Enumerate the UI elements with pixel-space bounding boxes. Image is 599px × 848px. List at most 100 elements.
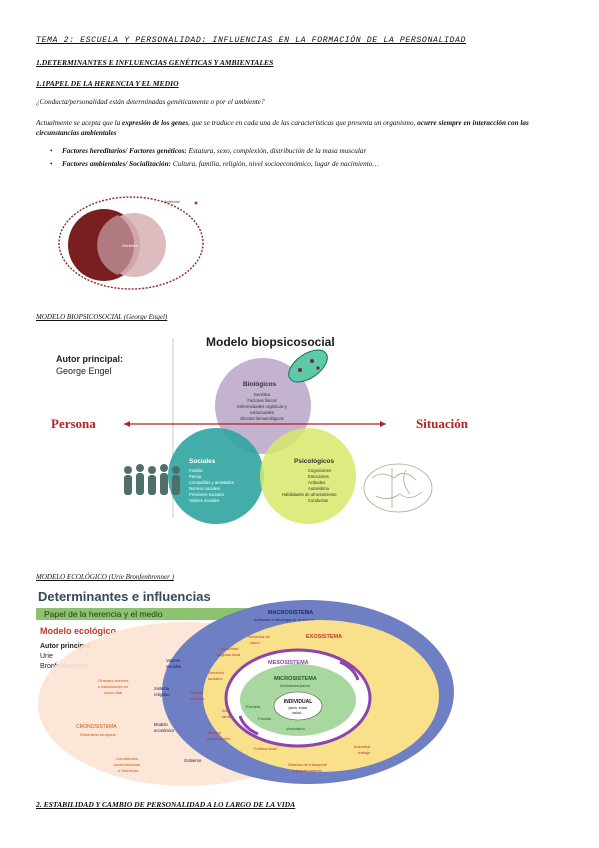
- social-item: Valores sociales: [189, 498, 219, 503]
- situation-label: Situación: [416, 416, 469, 431]
- paragraph-part: Actualmente se acepta que la: [36, 119, 123, 127]
- micro-item: Amistades/pares: [280, 683, 310, 688]
- micro-item: Familia: [258, 716, 272, 721]
- chronosystem-item: sociohistóricas: [114, 762, 140, 767]
- macro-item: religioso: [154, 692, 170, 697]
- document-header: TEMA 2: ESCUELA Y PERSONALIDAD: INFLUENC…: [36, 36, 467, 45]
- social-title: Sociales: [189, 458, 216, 465]
- section-2-heading: 2. ESTABILIDAD Y CAMBIO DE PERSONALIDAD …: [36, 800, 296, 809]
- exo-item: comunicación: [206, 736, 230, 741]
- social-item: Pareja: [189, 474, 202, 479]
- ecological-model: Determinantes e influencias Papel de la …: [36, 586, 454, 786]
- paragraph-bold: ocurre siempre en interacción con las ci…: [36, 119, 529, 137]
- caption-ecological: MODELO ECOLÓGICO (Urie Bronfenbrenner ): [36, 573, 174, 581]
- exo-item: Industria/: [354, 744, 371, 749]
- bullet-item: Factores ambientales/ Socialización: Cul…: [50, 160, 379, 168]
- exo-item: Familia: [190, 690, 204, 695]
- macro-item: Gobierno: [184, 758, 202, 763]
- eco-subbanner-bg: [36, 608, 256, 620]
- eco-subbanner: Papel de la herencia y el medio: [44, 609, 163, 619]
- heredity-environment-venn: Ambiental Genético: [58, 196, 204, 290]
- exo-item: Sistema de transporte: [288, 762, 328, 767]
- individual-core: [273, 691, 323, 721]
- individual-sub: salud...: [292, 711, 303, 715]
- section-heading: 1.DETERMINANTES E INFLUENCIAS GENÉTICAS …: [36, 58, 274, 67]
- question-text: ¿Conducta/personalidad están determinada…: [36, 98, 265, 106]
- meso-arrow-icon: [339, 660, 360, 681]
- exo-item: trabajo: [358, 750, 371, 755]
- person-label: Persona: [51, 416, 96, 431]
- exo-item: Servicios: [208, 670, 224, 675]
- macro-item: Modelo: [154, 722, 168, 727]
- bio-title: Modelo biopsicosocial: [206, 335, 335, 349]
- biological-item: estructurales: [250, 410, 274, 415]
- chronosystem-item: o transiciones en: [98, 684, 128, 689]
- subsection-heading: 1.1PAPEL DE LA HERENCIA Y EL MEDIO: [36, 79, 179, 88]
- psychological-item: Autoestima: [308, 486, 330, 491]
- macro-item: Valores: [166, 658, 180, 663]
- meso-arrow-icon: [238, 715, 259, 736]
- exo-item: Comunidad: [218, 646, 238, 651]
- chronosystem-label: CRONOSISTEMA: [76, 724, 117, 730]
- psychological-item: Conductas: [308, 498, 328, 503]
- people-icon: [124, 464, 180, 495]
- individual-label: INDIVIDUAL: [284, 699, 313, 705]
- exo-item: Servicios de: [248, 634, 271, 639]
- bio-author-label: Autor principal:: [56, 354, 123, 364]
- micro-item: Vecindario: [286, 726, 305, 731]
- bullet-label: Factores ambientales/ Socialización:: [62, 160, 172, 168]
- eco-model-label: Modelo ecológico: [40, 626, 117, 636]
- eco-author-first: Urie: [40, 653, 53, 660]
- individual-sub: (sexo, edad,: [288, 706, 307, 710]
- eco-banner: Determinantes e influencias: [38, 589, 211, 604]
- microsystem-label: MICROSISTEMA: [274, 676, 317, 682]
- biological-item: Factores físicos: [247, 398, 276, 403]
- exo-item: extensa: [190, 696, 205, 701]
- exo-item: religiosa local: [216, 652, 240, 657]
- exosystem-label: EXOSISTEMA: [306, 634, 342, 640]
- eco-banner-bg: [36, 586, 246, 608]
- intro-paragraph: Actualmente se acepta que la expresión d…: [36, 118, 566, 138]
- caption-biopsychosocial: MODELO BIOPSICOSOCIAL (George Engel): [36, 313, 168, 321]
- psychological-item: Actitudes: [308, 480, 325, 485]
- social-circle: [168, 428, 264, 524]
- social-item: Compañías y amistades: [189, 480, 234, 485]
- biological-item: Enfermedades orgánicas y: [237, 404, 288, 409]
- psychological-circle: [260, 428, 356, 524]
- bullet-item: Factores hereditarios/ Factores genético…: [50, 147, 367, 155]
- macro-item: Sistema: [154, 686, 170, 691]
- social-item: Normas sociales: [189, 486, 220, 491]
- macro-item: económico: [154, 728, 175, 733]
- venn-center-label: Genético: [122, 243, 139, 248]
- social-item: Familia: [189, 468, 203, 473]
- exo-item: y abastecimiento: [292, 768, 323, 773]
- social-item: Presiones sociales: [189, 492, 224, 497]
- bullet-text: Estatura, sexo, complexión, distribución…: [186, 147, 367, 155]
- biological-circle: [215, 358, 311, 454]
- bullet-label: Factores hereditarios/ Factores genético…: [62, 147, 187, 155]
- venn-overlap: [97, 215, 135, 275]
- exo-item: Política local: [254, 746, 277, 751]
- chronosystem-item: e históricas: [118, 768, 138, 773]
- bacterium-icon: [288, 349, 328, 383]
- macrosystem-label: MACROSISTEMA: [268, 610, 313, 616]
- arrow-left-icon: [124, 421, 130, 427]
- psychological-item: Habilidades de afrontamiento: [282, 492, 337, 497]
- macro-item: sociales: [166, 664, 181, 669]
- mesosystem-label: MESOSISTEMA: [268, 660, 309, 666]
- paragraph-bold: expresión de los genes: [122, 119, 189, 127]
- exo-item: familia: [222, 714, 234, 719]
- exo-item: Medios: [208, 730, 221, 735]
- macrosystem-sub: Actitudes e ideología de la cultura: [254, 617, 315, 622]
- bullet-text: Cultura, familia, religión, nivel socioe…: [171, 160, 379, 168]
- venn-corner-label: Ambiental: [164, 200, 180, 204]
- chronosystem-item: Condiciones: [116, 756, 138, 761]
- psychological-title: Psicológicos: [294, 458, 334, 465]
- biopsychosocial-model: Modelo biopsicosocial Autor principal: G…: [51, 335, 469, 524]
- venn-dot: [194, 201, 198, 205]
- eco-author-label: Autor principal:: [40, 643, 92, 650]
- chronosystem-item: curso vital: [104, 690, 122, 695]
- chronosystem-item: Grandes eventos: [98, 678, 128, 683]
- psychological-item: Emociones: [308, 474, 329, 479]
- biological-title: Biológicos: [243, 381, 277, 388]
